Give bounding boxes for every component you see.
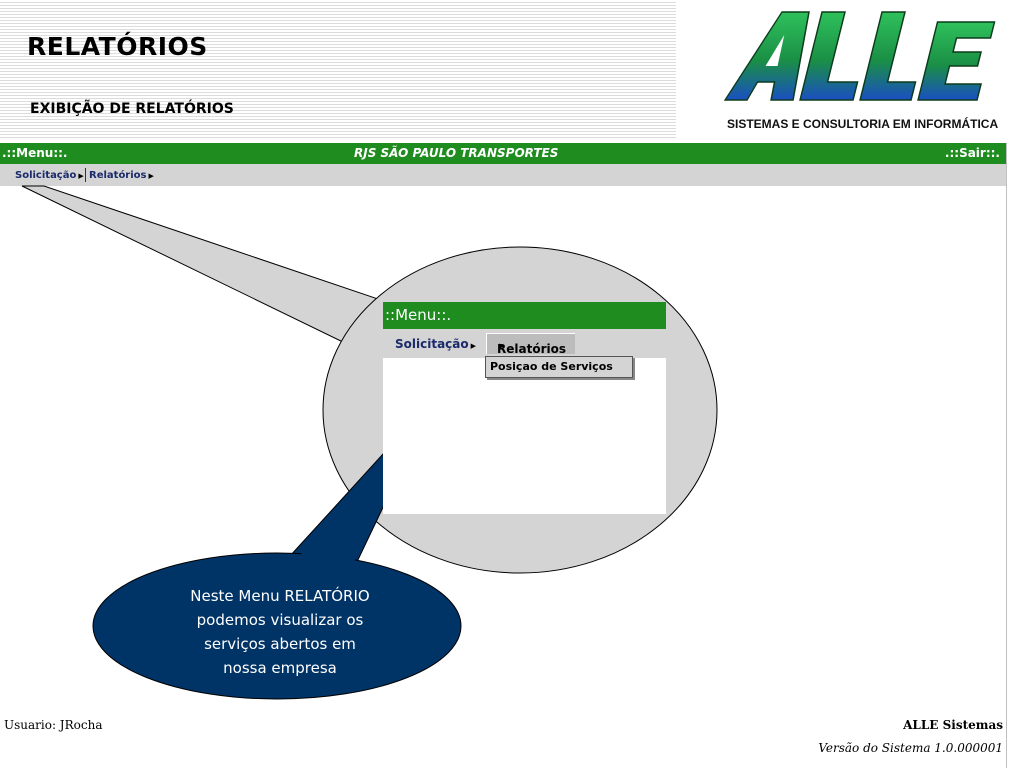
submenu-item-label: Posiçao de Serviços <box>490 360 613 373</box>
alle-logo-icon <box>723 11 996 101</box>
page-subtitle: EXIBIÇÃO DE RELATÓRIOS <box>30 101 234 117</box>
submenu-item-posicao-servicos[interactable]: Posiçao de Serviços <box>485 356 633 378</box>
company-name: RJS SÃO PAULO TRANSPORTES <box>354 146 559 160</box>
zoomed-menu-label[interactable]: ::Menu::. <box>385 306 452 324</box>
menu-item-relatorios[interactable]: Relatórios▶ <box>89 170 154 181</box>
note-line: Neste Menu RELATÓRIO <box>190 587 370 605</box>
note-line: nossa empresa <box>223 659 337 677</box>
menu-bar: Solicitação▶ Relatórios▶ <box>0 164 1006 186</box>
note-line: podemos visualizar os <box>196 611 364 629</box>
header-background <box>0 0 676 138</box>
menu-item-label: Solicitação <box>15 170 77 181</box>
callout-note: Neste Menu RELATÓRIO podemos visualizar … <box>160 584 400 680</box>
triangle-right-icon: ▶ <box>78 172 84 180</box>
menu-item-label: Relatórios <box>497 342 566 356</box>
page-title: RELATÓRIOS <box>27 32 208 61</box>
top-bar: .::Menu::. RJS SÃO PAULO TRANSPORTES .::… <box>0 143 1006 164</box>
logo-tagline: SISTEMAS E CONSULTORIA EM INFORMÁTICA <box>727 117 999 131</box>
menu-item-label: Solicitação <box>395 337 469 351</box>
zoomed-menu-item-relatorios[interactable]: Relatórios▶ <box>486 333 575 356</box>
zoomed-menu-bar: Solicitação▶ Relatórios▶ <box>383 329 666 358</box>
zoomed-menu-item-solicitacao[interactable]: Solicitação▶ <box>395 337 476 351</box>
menu-separator <box>85 168 86 182</box>
zoomed-top-bar: ::Menu::. <box>383 302 666 329</box>
triangle-right-icon: ▶ <box>499 342 505 350</box>
footer-company: ALLE Sistemas <box>903 718 1003 732</box>
note-line: serviços abertos em <box>204 635 356 653</box>
company-logo <box>700 0 1024 138</box>
menu-item-label: Relatórios <box>89 170 147 181</box>
zoomed-menu-panel: ::Menu::. Solicitação▶ Relatórios▶ Posiç… <box>383 302 666 514</box>
system-version: Versão do Sistema 1.0.000001 <box>818 741 1003 755</box>
speech-bubble <box>92 552 462 700</box>
exit-link[interactable]: .::Sair::. <box>944 146 1000 160</box>
menu-item-solicitacao[interactable]: Solicitação▶ <box>15 170 84 181</box>
menu-link[interactable]: .::Menu::. <box>2 146 68 160</box>
current-user: Usuario: JRocha <box>4 718 103 732</box>
triangle-right-icon: ▶ <box>470 342 477 350</box>
triangle-right-icon: ▶ <box>148 172 154 180</box>
